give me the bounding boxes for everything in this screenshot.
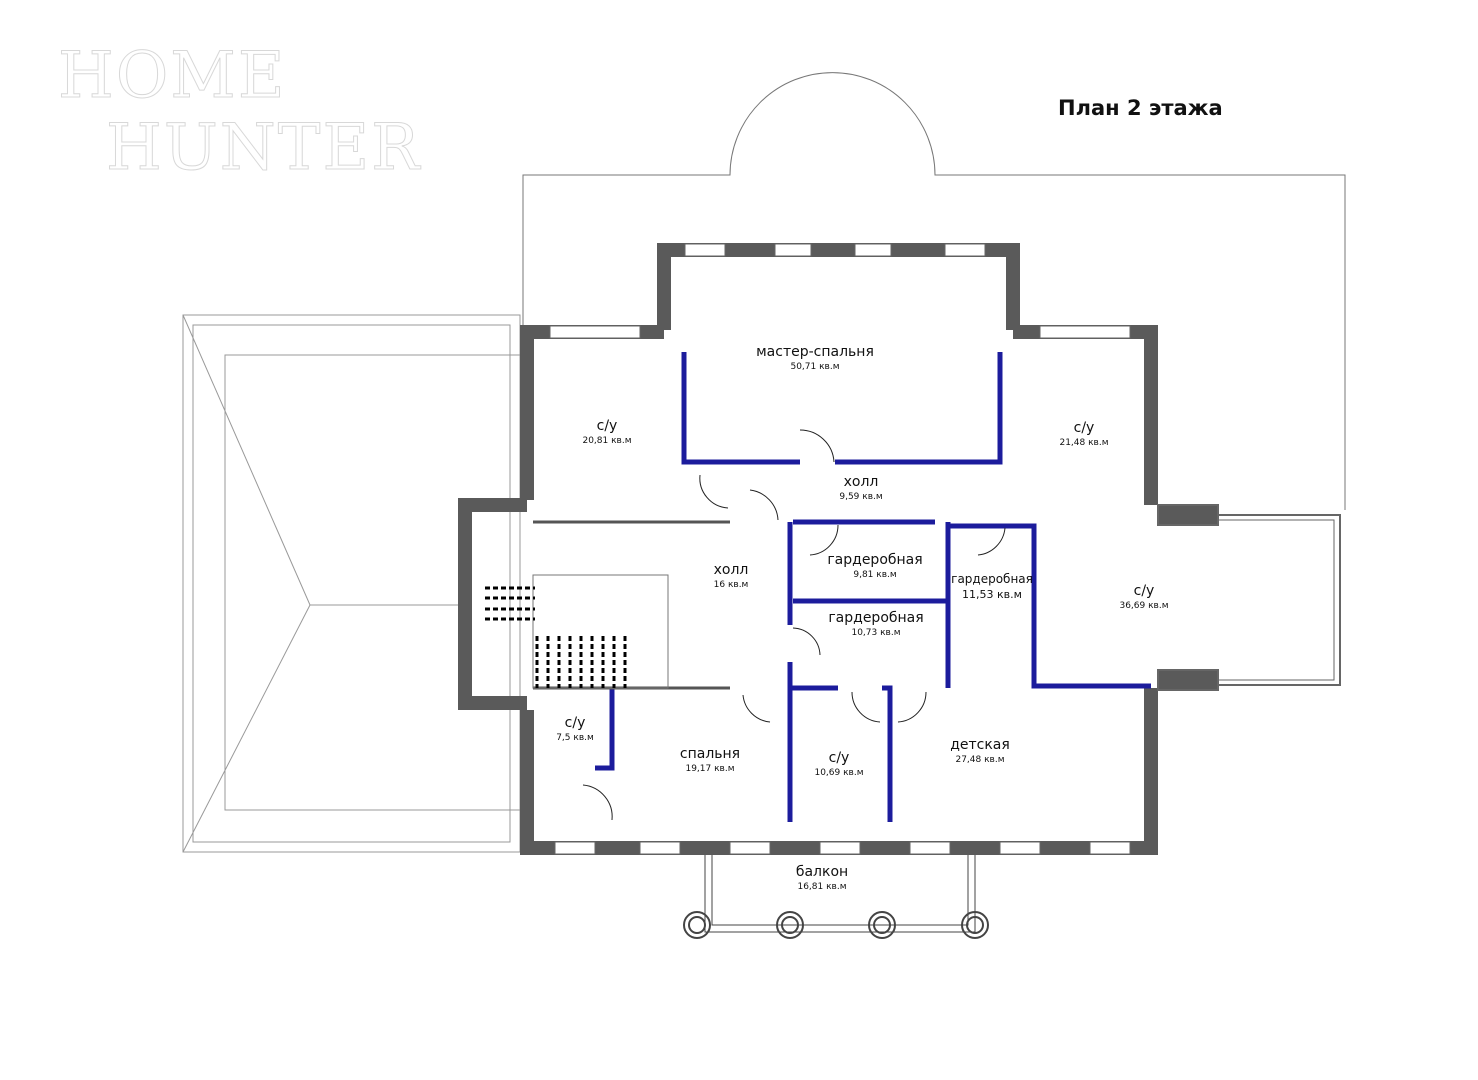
room-wardrobe-1: гардеробная 9,81 кв.м [827, 552, 922, 580]
room-area: 19,17 кв.м [685, 764, 735, 774]
room-name: гардеробная [828, 610, 924, 626]
room-name: холл [843, 474, 879, 490]
column-icon [868, 911, 896, 939]
room-name: гардеробная [951, 572, 1033, 586]
room-name: с/у [828, 750, 850, 766]
room-area: 9,59 кв.м [839, 492, 883, 502]
room-name: детская [950, 737, 1010, 753]
bay-window [1157, 504, 1341, 691]
door-swings [582, 429, 1006, 821]
room-wardrobe-2: гардеробная 11,53 кв.м [951, 572, 1033, 601]
room-area: 16,81 кв.м [797, 882, 847, 892]
column-icon [776, 911, 804, 939]
room-wardrobe-3: гардеробная 10,73 кв.м [828, 610, 923, 638]
room-bedroom: спальня 19,17 кв.м [680, 746, 740, 774]
room-name: с/у [1073, 420, 1095, 436]
room-bathroom-4: с/у 7,5 кв.м [556, 715, 594, 743]
room-name: балкон [795, 864, 849, 880]
room-area: 10,73 кв.м [851, 628, 901, 638]
column-icon [961, 911, 989, 939]
terrace-outline [522, 72, 1346, 510]
room-area: 36,69 кв.м [1119, 601, 1169, 611]
room-bathroom-3: с/у 36,69 кв.м [1119, 583, 1168, 611]
room-bathroom-5: с/у 10,69 кв.м [814, 750, 863, 778]
room-area: 27,48 кв.м [955, 755, 1005, 765]
room-hall-1: холл 9,59 кв.м [839, 474, 882, 502]
balcony [683, 855, 989, 939]
room-name: с/у [564, 715, 586, 731]
column-icon [683, 911, 711, 939]
room-area: 20,81 кв.м [582, 436, 632, 446]
partitions [595, 352, 1151, 822]
room-name: с/у [596, 418, 618, 434]
room-bathroom-1: с/у 20,81 кв.м [582, 418, 631, 446]
room-name: с/у [1133, 583, 1155, 599]
room-name: холл [713, 562, 749, 578]
room-area: 50,71 кв.м [790, 362, 840, 372]
staircase [485, 520, 730, 690]
room-master-bedroom: мастер-спальня 50,71 кв.м [756, 344, 874, 372]
room-nursery: детская 27,48 кв.м [950, 737, 1010, 765]
room-area: 9,81 кв.м [853, 570, 897, 580]
room-area: 21,48 кв.м [1059, 438, 1109, 448]
windows [549, 243, 1131, 855]
room-hall-2: холл 16 кв.м [714, 562, 749, 590]
roof-outline [182, 314, 521, 853]
room-area: 10,69 кв.м [814, 768, 864, 778]
plan-title: План 2 этажа [1058, 96, 1223, 120]
room-name: мастер-спальня [756, 344, 874, 360]
exterior-walls [458, 243, 1158, 855]
room-bathroom-2: с/у 21,48 кв.м [1059, 420, 1108, 448]
room-area: 16 кв.м [713, 580, 749, 590]
room-balcony: балкон 16,81 кв.м [796, 864, 848, 892]
room-name: спальня [679, 746, 741, 762]
room-name: гардеробная [827, 552, 923, 568]
room-area: 7,5 кв.м [556, 733, 594, 743]
room-area: 11,53 кв.м [962, 588, 1022, 601]
